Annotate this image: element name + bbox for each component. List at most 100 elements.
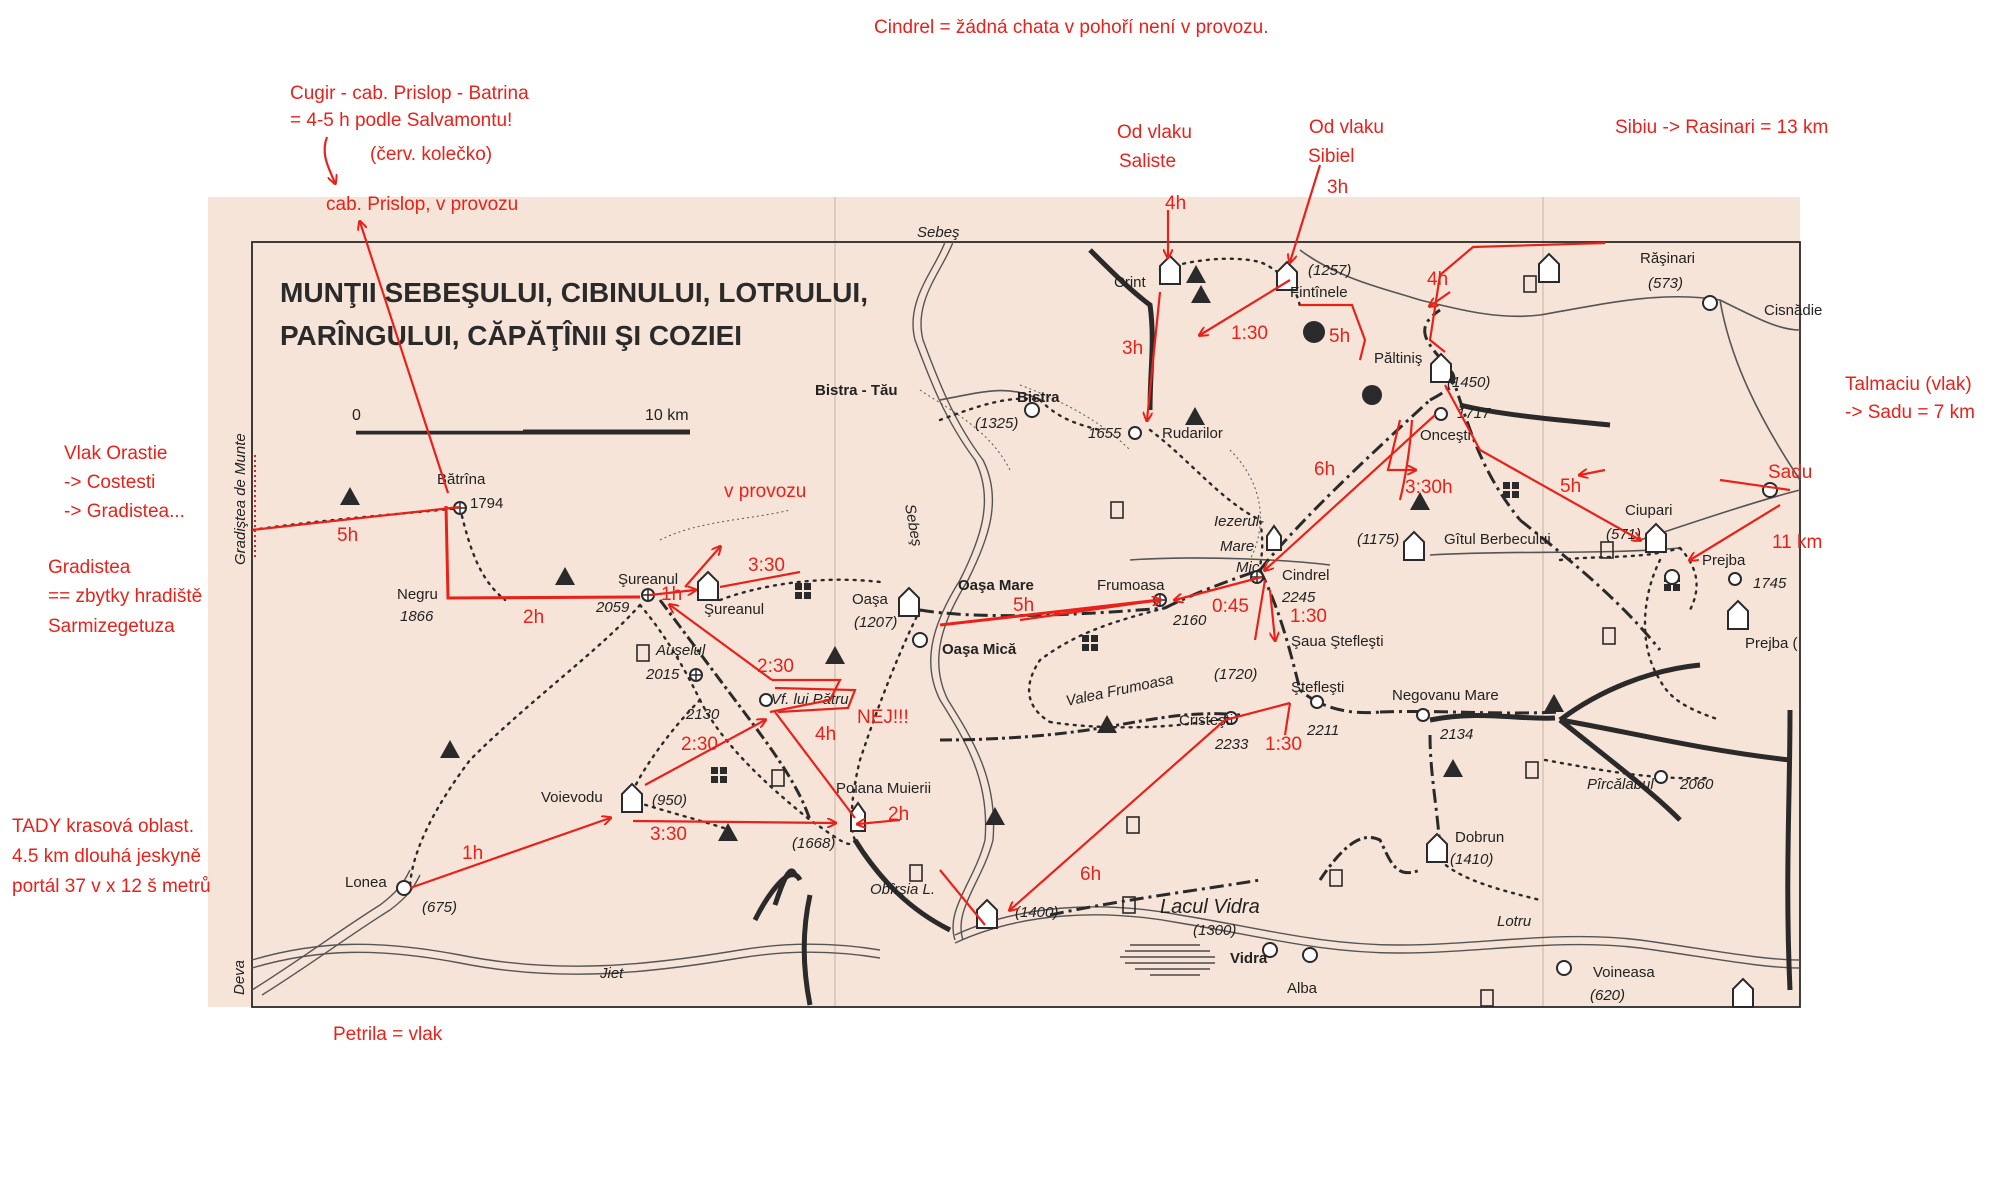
- time-poiana-2: 2h: [888, 804, 909, 825]
- note-tady-3: portál 37 v x 12 š metrů: [12, 876, 211, 897]
- label-prejba-alt: 1745: [1753, 575, 1787, 592]
- label-iezerul-2: Mare: [1220, 538, 1254, 555]
- time-cristesti: 1:30: [1265, 734, 1302, 755]
- label-bistra-alt: (1325): [975, 415, 1018, 432]
- label-obirsia: Obîrşia L.: [870, 881, 935, 898]
- label-saua: Şaua Ştefleşti: [1291, 633, 1384, 650]
- label-lacul-vidra-alt: (1300): [1193, 922, 1236, 939]
- label-rasinari: Răşinari: [1640, 250, 1695, 267]
- village-markers: [396, 295, 1778, 976]
- label-ciupari: Ciupari: [1625, 502, 1673, 519]
- time-voievodu: 2:30: [681, 734, 718, 755]
- hut-icon: [898, 586, 920, 617]
- label-negovanu: Negovanu Mare: [1392, 687, 1499, 704]
- hut-icon: [621, 782, 643, 813]
- note-gradistea-3: Sarmizegetuza: [48, 616, 175, 637]
- hut-icon: [1538, 252, 1560, 283]
- note-orastie-1: Vlak Orastie: [64, 443, 167, 464]
- label-vidra: Vidra: [1230, 950, 1268, 967]
- hut-icon: [1727, 599, 1749, 630]
- label-sureanul-alt: 2059: [595, 599, 630, 616]
- time-sureanul-oasa: 3:30: [748, 555, 785, 576]
- note-sibiel-2: Sibiel: [1308, 146, 1354, 167]
- time-crint: 3h: [1122, 338, 1143, 359]
- label-crint: Crint: [1114, 274, 1147, 291]
- label-iezerul-1: Iezerul-: [1214, 513, 1264, 530]
- time-poiana: 3:30: [650, 824, 687, 845]
- label-onceti: Onceşti: [1420, 427, 1471, 444]
- label-ciupari-alt: (571): [1606, 526, 1641, 543]
- time-sadu: 11 km: [1772, 532, 1822, 553]
- label-prejba: Prejba: [1702, 552, 1746, 569]
- label-paltinis-alt: (1450): [1447, 374, 1490, 391]
- note-petrila: Petrila = vlak: [333, 1024, 443, 1045]
- hut-icon: [1732, 977, 1754, 1008]
- label-negru: Negru: [397, 586, 438, 603]
- hut-icon: [1426, 832, 1448, 863]
- note-nej: NEJ!!!: [857, 707, 909, 728]
- time-obirsia: 6h: [1080, 864, 1101, 885]
- hut-icon: [1159, 254, 1181, 285]
- time-rasinari: 4h: [1427, 269, 1448, 290]
- label-rasinari-alt: (573): [1648, 275, 1683, 292]
- time-frumoasa: 0:45: [1212, 596, 1249, 617]
- label-saua-alt: (1720): [1214, 666, 1257, 683]
- label-gradistea-road: Gradiştea de Munte: [232, 433, 249, 565]
- note-orastie-2: -> Costesti: [64, 472, 155, 493]
- note-saliste-1: Od vlaku: [1117, 122, 1192, 143]
- label-lonea: Lonea: [345, 874, 387, 891]
- note-cugir-3: (červ. kolečko): [370, 144, 492, 165]
- label-oasa-mica: Oaşa Mică: [942, 641, 1017, 658]
- hut-icon: [1266, 524, 1282, 551]
- note-sibiu: Sibiu -> Rasinari = 13 km: [1615, 117, 1828, 138]
- place-labels: Bătrîna 1794 Negru 1866 Şureanul 2059 Şu…: [231, 224, 1822, 1004]
- label-gitul-alt: (1175): [1357, 531, 1399, 548]
- main-roads: [752, 248, 1793, 1006]
- note-cugir-2: = 4-5 h podle Salvamontu!: [290, 110, 512, 131]
- time-ciupari: 5h: [1560, 476, 1581, 497]
- time-sibiel: 3h: [1327, 177, 1348, 198]
- label-paltinis: Păltiniş: [1374, 350, 1422, 367]
- hut-icon: [1276, 260, 1298, 291]
- label-batrina-alt: 1794: [470, 495, 503, 512]
- note-v-provozu: v provozu: [724, 481, 806, 502]
- peak-symbols: [340, 265, 1564, 841]
- label-bistra-tau: Bistra - Tău: [815, 382, 898, 399]
- label-bistra: Bistra: [1017, 389, 1060, 406]
- label-fintinele-alt: (1257): [1308, 262, 1351, 279]
- label-lacul-vidra: Lacul Vidra: [1160, 896, 1260, 918]
- label-oasa-alt: (1207): [854, 614, 897, 631]
- label-prejba-2: Prejba (: [1745, 635, 1798, 652]
- note-cugir-1: Cugir - cab. Prislop - Batrina: [290, 83, 529, 104]
- time-onceti: 3:30h: [1405, 477, 1453, 498]
- label-dobrun-alt: (1410): [1450, 851, 1493, 868]
- map-frame: [251, 241, 1801, 1008]
- label-poiana-alt: (1668): [792, 835, 835, 852]
- label-sureanul-hut: Şureanul: [704, 601, 764, 618]
- label-onceti-alt: 1717: [1457, 405, 1491, 422]
- label-river-deva: Deva: [231, 960, 248, 995]
- label-batrina: Bătrîna: [437, 471, 486, 488]
- red-annotations: Cindrel = žádná chata v pohoří není v pr…: [12, 17, 1975, 1045]
- label-voievodu-alt: (950): [652, 792, 687, 809]
- time-sureanul: 1h: [661, 584, 682, 605]
- scale-bar: 0 10 km: [352, 407, 690, 435]
- label-cindrel-alt: 2245: [1281, 589, 1316, 606]
- label-sureanul-peak: Şureanul: [618, 571, 678, 588]
- time-fintinele: 1:30: [1231, 323, 1268, 344]
- label-dobrun: Dobrun: [1455, 829, 1504, 846]
- label-pircalabul: Pîrcălabul: [1587, 776, 1654, 793]
- label-rudarilor: Rudarilor: [1162, 425, 1223, 442]
- label-pircalabul-alt: 2060: [1679, 776, 1714, 793]
- hut-icon: [697, 570, 719, 601]
- hut-icon: [1645, 522, 1667, 553]
- label-oasa: Oaşa: [852, 591, 889, 608]
- label-steflesti: Ştefleşti: [1291, 679, 1344, 696]
- note-talmaciu-2: -> Sadu = 7 km: [1845, 402, 1975, 423]
- scale-ten: 10 km: [645, 407, 689, 424]
- hut-icon: [1403, 530, 1425, 561]
- time-negru: 2h: [523, 607, 544, 628]
- label-river-jiet: Jiet: [599, 965, 624, 982]
- hut-icon: [1430, 352, 1452, 383]
- time-batrina: 5h: [337, 525, 358, 546]
